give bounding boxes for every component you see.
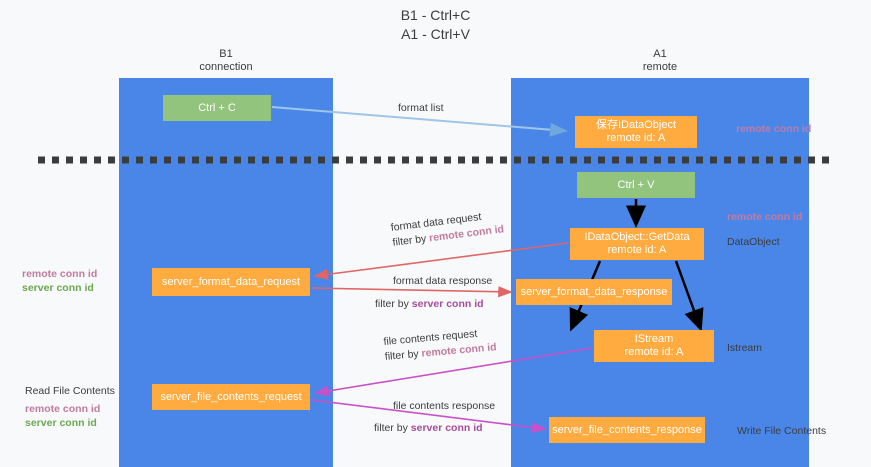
filter-prefix: filter by: [374, 422, 411, 434]
lane-header-b1-name: B1: [219, 48, 233, 60]
page-title: B1 - Ctrl+C A1 - Ctrl+V: [0, 6, 871, 44]
filter-prefix: filter by: [391, 232, 430, 249]
annotation-dataobject: DataObject: [727, 236, 780, 248]
annotation-left-conn-ids-1: remote conn id server conn id: [22, 267, 97, 295]
box-getdata-line2: remote id: A: [607, 244, 667, 256]
annotation-read-file-contents: Read File Contents: [25, 385, 115, 397]
box-server-format-data-request-label: server_format_data_request: [161, 275, 301, 288]
lane-header-a1: A1 remote: [511, 48, 809, 74]
box-ctrl-c-label: Ctrl + C: [198, 101, 236, 114]
edge-label-format-data-request: format data request filter by remote con…: [390, 207, 505, 250]
edge-label-format-list: format list: [398, 102, 444, 114]
box-server-file-contents-response[interactable]: server_file_contents_response: [549, 417, 705, 443]
box-ctrl-v-label: Ctrl + V: [617, 178, 655, 191]
box-istream-line2: remote id: A: [624, 346, 684, 358]
box-istream[interactable]: IStream remote id: A: [594, 330, 714, 362]
title-line-1: B1 - Ctrl+C: [400, 7, 471, 23]
edge-label-file-contents-response-filter: filter by server conn id: [374, 421, 483, 436]
box-istream-line1: IStream: [634, 333, 674, 345]
annotation-left-conn-ids-2: remote conn id server conn id: [25, 402, 100, 430]
annotation-remote-conn-id-2: remote conn id: [25, 403, 101, 415]
box-getdata-line1: IDataObject::GetData: [584, 231, 690, 243]
box-server-format-data-request[interactable]: server_format_data_request: [152, 268, 310, 296]
box-ctrl-c[interactable]: Ctrl + C: [163, 95, 271, 121]
annotation-remote-conn-id-1: remote conn id: [22, 268, 98, 280]
edge-label-file-contents-response: file contents response: [393, 400, 496, 412]
edge-label-format-data-response-filter: filter by server conn id: [375, 297, 484, 312]
box-server-file-contents-request[interactable]: server_file_contents_request: [152, 384, 310, 410]
lane-header-b1-role: connection: [199, 61, 253, 73]
filter-key-server-conn-id: server conn id: [411, 298, 484, 310]
filter-key-server-conn-id: server conn id: [410, 422, 483, 434]
annotation-server-conn-id-2: server conn id: [25, 417, 97, 429]
annotation-write-file-contents: Write File Contents: [737, 425, 827, 437]
title-line-2: A1 - Ctrl+V: [401, 26, 470, 42]
box-save-idataobject-line1: 保存IDataObject: [595, 119, 677, 131]
lane-header-a1-role: remote: [642, 61, 678, 73]
annotation-server-conn-id-1: server conn id: [22, 282, 94, 294]
edge-label-format-data-response: format data response: [393, 275, 493, 287]
box-server-file-contents-request-label: server_file_contents_request: [160, 390, 302, 403]
annotation-remote-conn-id-mid: remote conn id: [727, 211, 803, 223]
lane-header-a1-name: A1: [653, 48, 667, 60]
box-idataobject-getdata[interactable]: IDataObject::GetData remote id: A: [570, 228, 704, 260]
annotation-istream: Istream: [727, 342, 763, 354]
box-ctrl-v[interactable]: Ctrl + V: [577, 172, 695, 198]
annotation-remote-conn-id-top: remote conn id: [736, 123, 812, 135]
filter-prefix: filter by: [384, 347, 423, 363]
lane-header-b1: B1 connection: [119, 48, 333, 74]
box-server-format-data-response-label: server_format_data_response: [520, 285, 668, 298]
box-server-format-data-response[interactable]: server_format_data_response: [516, 279, 672, 305]
box-save-idataobject[interactable]: 保存IDataObject remote id: A: [575, 116, 697, 148]
filter-prefix: filter by: [375, 298, 412, 310]
edge-label-file-contents-request: file contents request filter by remote c…: [383, 325, 497, 365]
box-server-file-contents-response-label: server_file_contents_response: [552, 423, 702, 436]
box-save-idataobject-line2: remote id: A: [606, 132, 666, 144]
